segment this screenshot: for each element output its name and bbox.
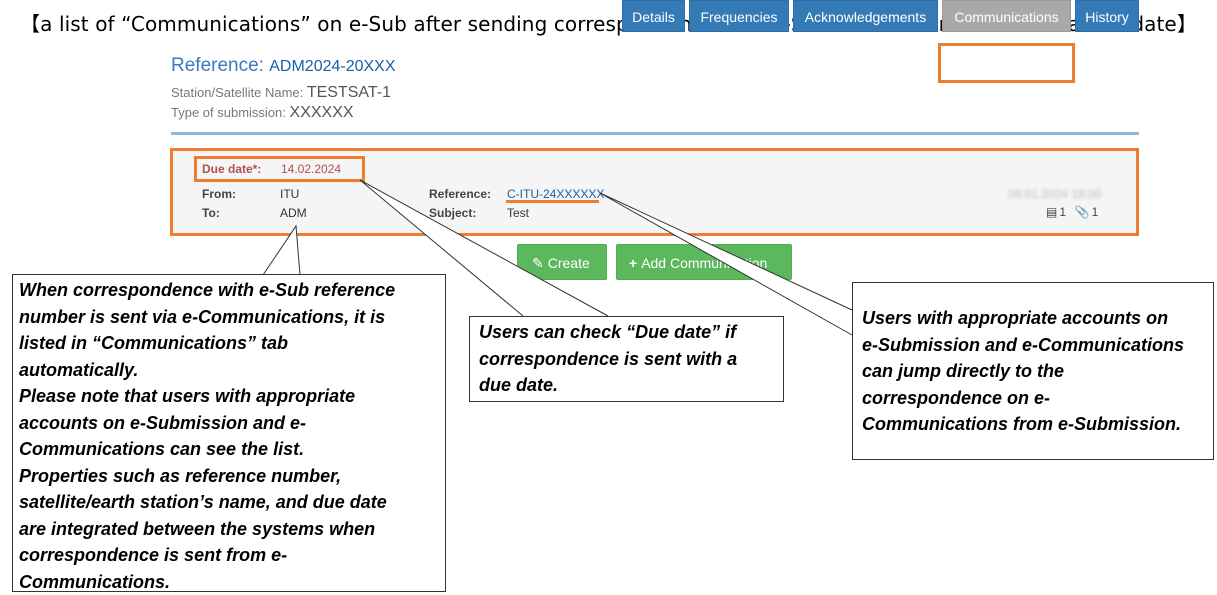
callout-right-line: Communications from e-Submission. [862,414,1182,434]
callout-left-line: Communications. [19,571,171,592]
header-divider [171,132,1139,135]
callout-left-line: correspondence is sent from e- [19,545,288,565]
callout-middle-line: due date. [479,375,559,395]
callout-middle: Users can check “Due date” if correspond… [469,316,784,402]
comm-timestamp: 09.01.2024 18:00 [1008,187,1102,201]
callout-left-line: accounts on e-Submission and e- [19,412,307,433]
callout-right-line: can jump directly to the [862,361,1065,381]
reference-link-highlight [506,200,599,203]
add-communication-button[interactable]: +Add Communication [616,244,792,280]
submission-type-label: Type of submission: [171,105,286,120]
submission-type: Type of submission: XXXXXX [171,104,354,122]
to-label: To: [202,206,220,220]
tab-frequencies[interactable]: Frequencies [689,0,789,32]
reference-title-value: ADM2024-20XXX [269,58,396,75]
document-icon: ▤ [1046,205,1058,219]
callout-right-line: Users with appropriate accounts on [862,308,1169,328]
from-label: From: [202,187,236,201]
reference-title-label: Reference: [171,55,264,76]
callout-left-line: satellite/earth station’s name, and due … [19,492,387,512]
submission-type-value: XXXXXX [289,104,354,121]
callout-right-line: e-Submission and e-Communications [862,334,1185,355]
communication-row[interactable] [170,148,1139,236]
due-date-label: Due date*: [202,162,262,176]
station-name: Station/Satellite Name: TESTSAT-1 [171,84,391,102]
callout-left-line: When correspondence with e-Sub reference [19,280,396,300]
add-communication-label: Add Communication [641,255,768,271]
subject-value: Test [507,206,530,220]
callout-right: Users with appropriate accounts on e-Sub… [852,282,1214,460]
station-name-value: TESTSAT-1 [306,84,392,101]
create-button-label: Create [547,255,590,271]
plus-icon: + [629,255,638,271]
tab-details[interactable]: Details [622,0,685,32]
subject-label: Subject: [429,206,477,220]
to-value: ADM [280,206,307,220]
callout-middle-line: Users can check “Due date” if [479,322,737,342]
comm-reference-label: Reference: [429,187,492,201]
callout-left-line: automatically. [19,359,139,380]
comm-reference-link[interactable]: C-ITU-24XXXXXX [507,187,605,201]
create-button[interactable]: ✎Create [517,244,607,280]
due-date-highlight [194,156,365,182]
reference-title: Reference: ADM2024-20XXX [171,55,396,77]
attachments-count: 1 [1091,205,1099,219]
callout-left-line: Please note that users with appropriate [19,386,356,406]
pencil-icon: ✎ [532,255,544,271]
callout-right-line: correspondence on e- [862,387,1051,408]
callout-left-line: Properties such as reference number, [19,465,342,486]
tab-acknowledgements[interactable]: Acknowledgements [793,0,938,32]
comm-counts: ▤1 📎1 [1046,205,1100,219]
callout-left-line: number is sent via e-Communications, it … [19,306,386,327]
tab-communications[interactable]: Communications [942,0,1071,32]
documents-count: 1 [1059,205,1067,219]
callout-middle-line: correspondence is sent with a [479,348,738,369]
due-date-value: 14.02.2024 [281,162,342,176]
callout-left-line: Communications can see the list. [19,439,305,459]
from-value: ITU [280,187,300,201]
communications-tab-highlight [938,43,1075,83]
callout-left: When correspondence with e-Sub reference… [12,274,446,592]
station-name-label: Station/Satellite Name: [171,85,304,100]
callout-left-line: listed in “Communications” tab [19,333,289,353]
tab-history[interactable]: History [1075,0,1139,32]
paperclip-icon: 📎 [1074,205,1090,219]
callout-left-line: are integrated between the systems when [19,518,376,539]
